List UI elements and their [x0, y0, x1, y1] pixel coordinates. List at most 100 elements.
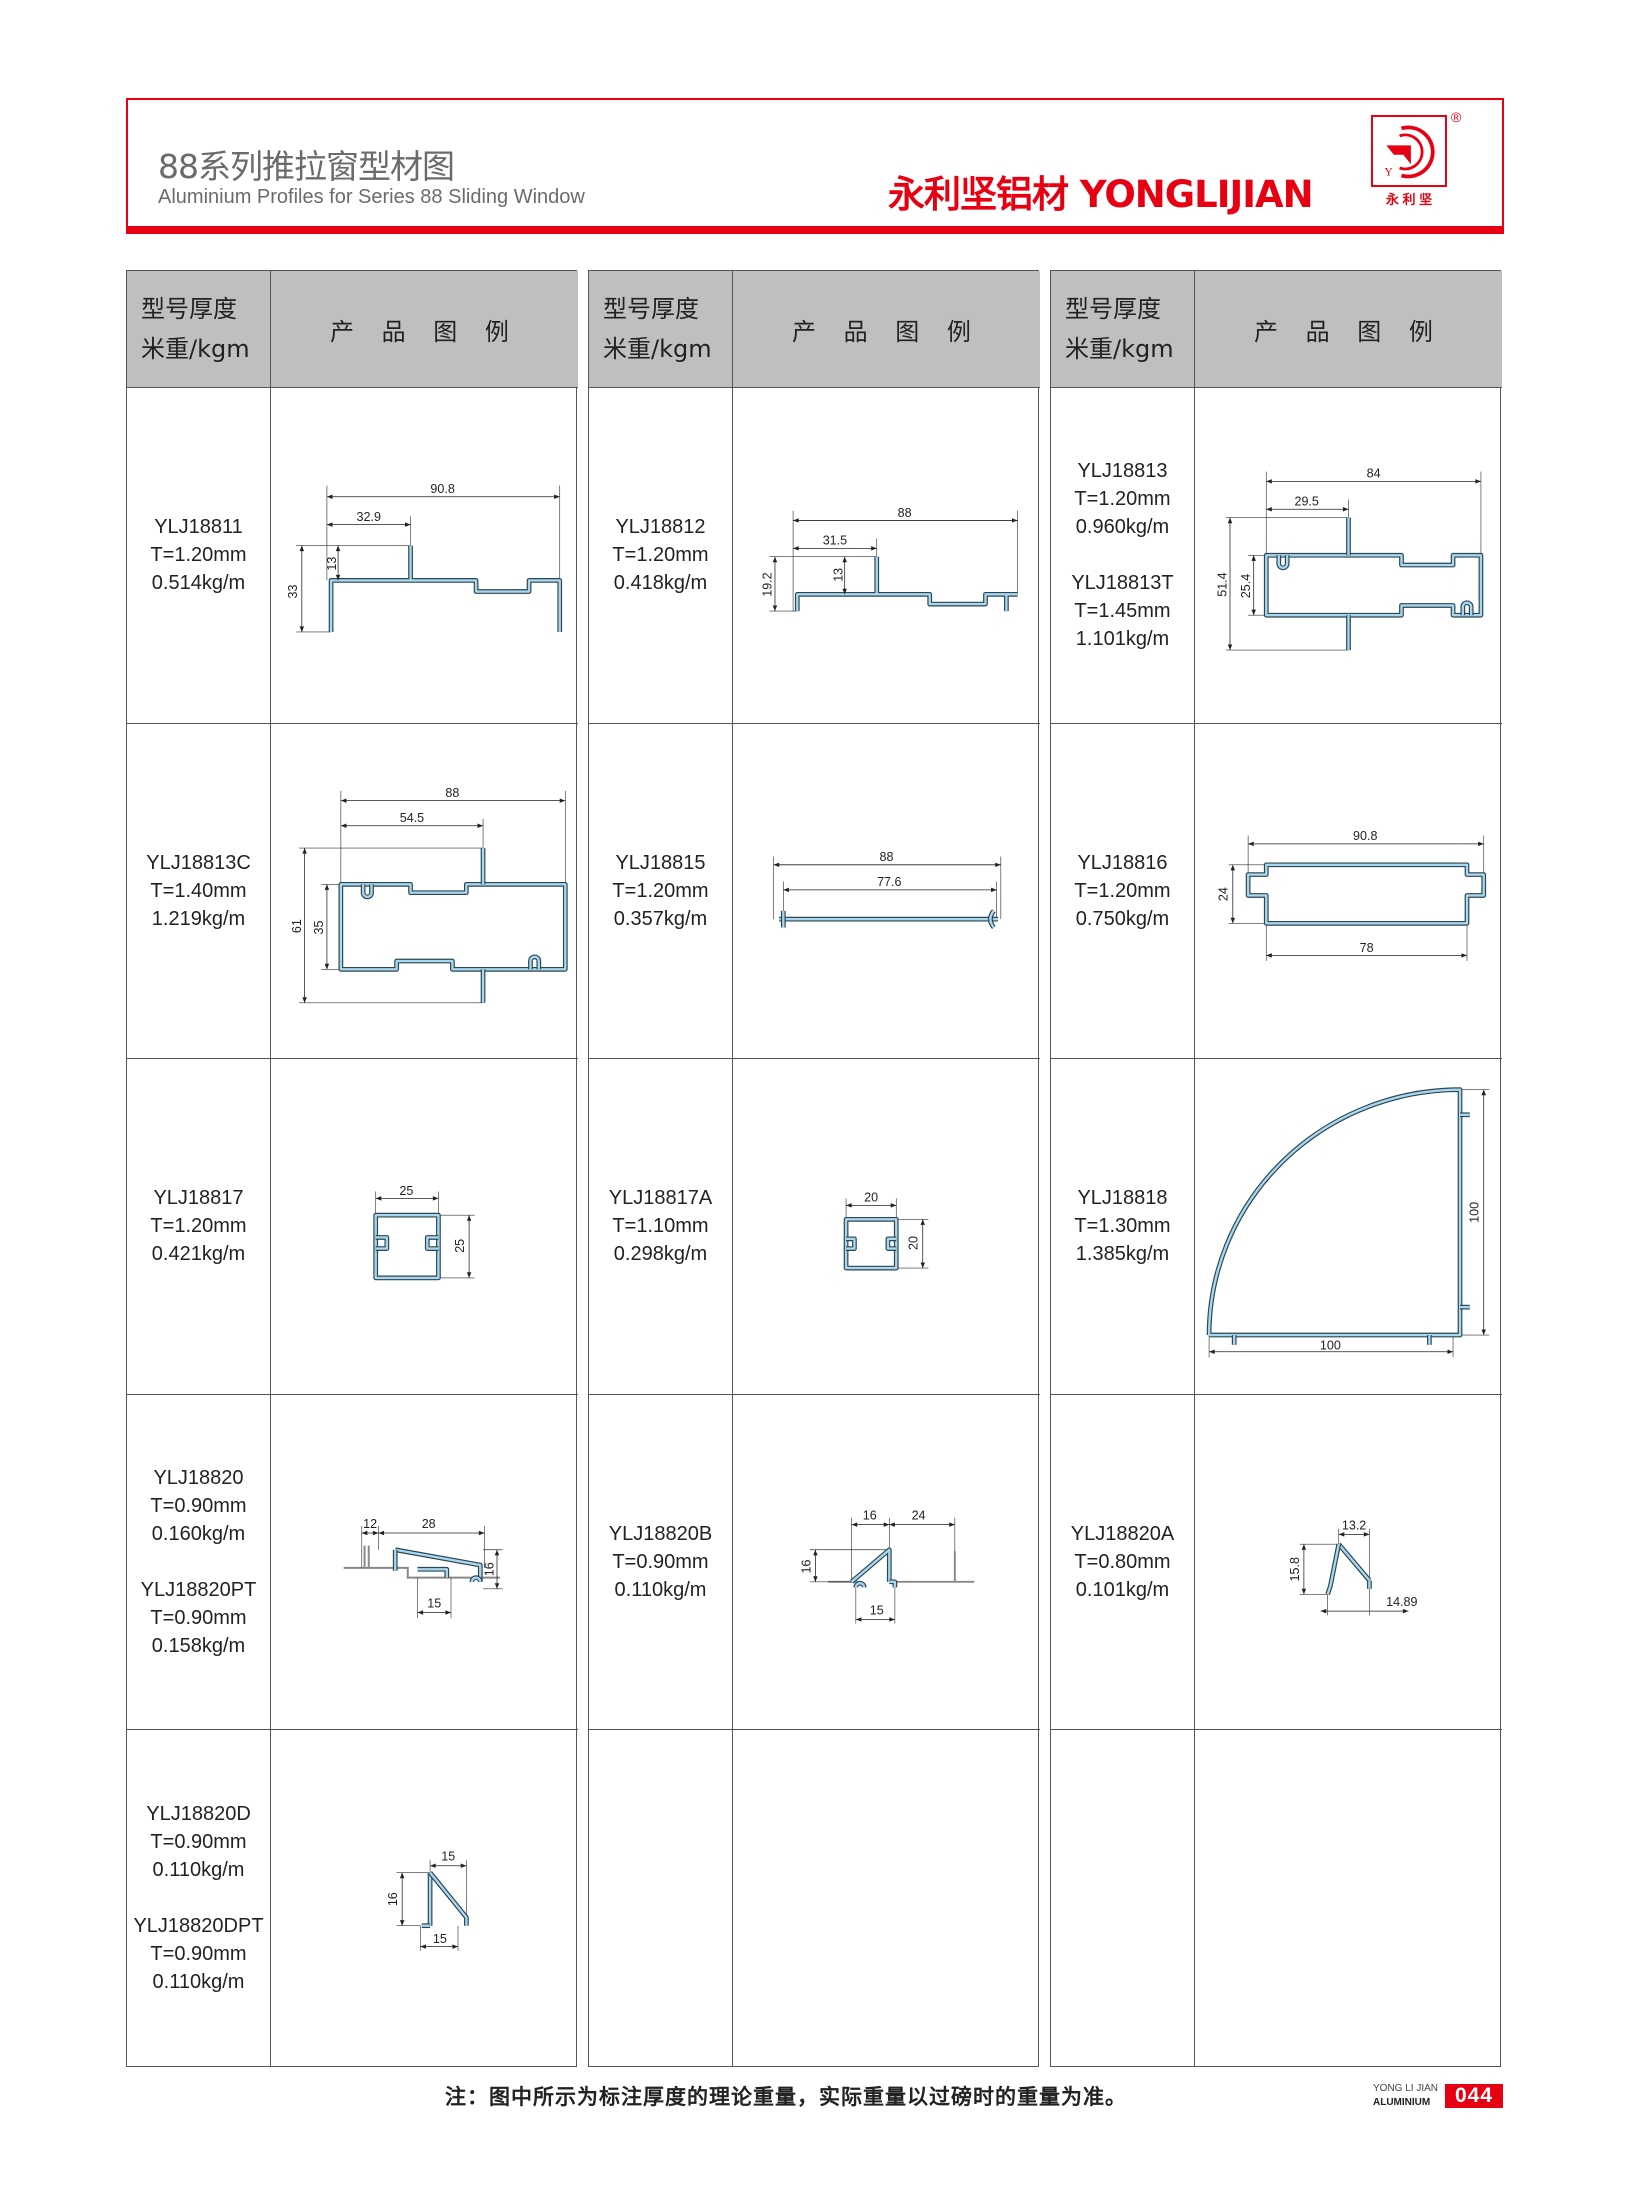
dimension-label: 13	[831, 568, 845, 582]
dimension-label: 54.5	[400, 811, 424, 825]
dimension-label: 51.4	[1215, 572, 1229, 596]
profile-outline	[328, 545, 563, 632]
spec-line: 1.219kg/m	[151, 907, 246, 930]
footer-brand-line1: YONG LI JIAN	[1373, 2083, 1439, 2094]
dimension-label: 84	[1367, 467, 1381, 481]
dimension-label: 33	[286, 585, 300, 599]
spec-line: T=1.20mm	[612, 544, 709, 567]
brand-logo: Y 永 利 坚 ®	[1371, 109, 1461, 209]
spec-line: YLJ18820PT	[140, 1579, 257, 1602]
spec-line: T=0.80mm	[1074, 1551, 1171, 1574]
column-header-diagram: 产 品 图 例	[1195, 271, 1502, 388]
spec-line: T=0.90mm	[150, 1943, 247, 1966]
profile-diagram-cell: 12 28 15 16	[271, 1395, 578, 1731]
page-subtitle: Aluminium Profiles for Series 88 Sliding…	[158, 186, 585, 208]
profile-fill	[470, 1576, 482, 1582]
dimension-label: 14.89	[1386, 1595, 1417, 1609]
profile-fill	[375, 1236, 389, 1250]
dimension-label: 88	[898, 506, 912, 520]
profile-fill	[1246, 863, 1485, 925]
page-title: 88系列推拉窗型材图	[158, 147, 455, 186]
dimension-label: 15.8	[1288, 1557, 1302, 1581]
spec-line: YLJ18817	[153, 1187, 244, 1210]
svg-text:Y: Y	[1384, 167, 1392, 179]
dimension-label: 13	[325, 557, 339, 571]
dimension-label: 25	[399, 1184, 413, 1198]
spec-line: YLJ18813T	[1071, 572, 1174, 595]
column-header-text: 米重/kgm	[1065, 335, 1174, 363]
column-header-text: 米重/kgm	[603, 335, 712, 363]
spec-line: 0.158kg/m	[151, 1635, 246, 1658]
dimension-label: 19.2	[760, 572, 774, 596]
profile-fill	[339, 882, 567, 971]
column-header-text: 米重/kgm	[141, 335, 250, 363]
spec-line: T=0.90mm	[150, 1607, 247, 1630]
spec-line: 0.750kg/m	[1075, 907, 1170, 930]
spec-line: YLJ18820DPT	[133, 1915, 264, 1938]
dimension-label: 28	[422, 1517, 436, 1531]
dimension-label: 12	[363, 1517, 377, 1531]
column-header-model: 型号厚度米重/kgm	[1051, 271, 1195, 388]
dimension-label: 24	[1217, 887, 1231, 901]
spec-line: YLJ18820	[153, 1467, 244, 1490]
profile-outline	[1245, 862, 1487, 926]
logo-emblem-icon: Y	[1371, 115, 1447, 187]
column-header-text: 型号厚度	[141, 295, 237, 323]
profile-fill	[417, 1567, 448, 1578]
spec-line: 0.418kg/m	[613, 572, 708, 595]
dimension-label: 16	[482, 1562, 496, 1576]
spec-line: YLJ18820A	[1070, 1523, 1175, 1546]
dimension-label: 35	[312, 920, 326, 934]
header-red-bar	[126, 226, 1504, 234]
spec-line: T=1.30mm	[1074, 1215, 1171, 1238]
spec-line: 1.385kg/m	[1075, 1243, 1170, 1266]
spec-line: 0.101kg/m	[1075, 1579, 1170, 1602]
profile-fill	[889, 1580, 897, 1588]
spec-line: 0.514kg/m	[151, 572, 246, 595]
spec-line: 0.421kg/m	[151, 1243, 246, 1266]
profile-fill	[1277, 555, 1289, 570]
profile-fill	[529, 955, 541, 969]
profile-fill	[989, 909, 995, 928]
dimension-label: 15	[427, 1596, 441, 1610]
profile-fill	[395, 1548, 482, 1582]
dimension-label: 16	[799, 1559, 813, 1573]
spec-line: T=0.90mm	[612, 1551, 709, 1574]
profile-fill	[1207, 1088, 1462, 1337]
dimension-label: 90.8	[430, 482, 454, 496]
spec-line: T=1.40mm	[150, 879, 247, 902]
footnote: 注：图中所示为标注厚度的理论重量，实际重量以过磅时的重量为准。	[445, 2085, 1127, 2109]
frame-line	[343, 1566, 500, 1579]
spec-line: T=1.20mm	[150, 1215, 247, 1238]
spec-line: YLJ18820D	[146, 1803, 251, 1826]
profile-fill	[796, 556, 1018, 612]
profile-fill	[426, 1236, 439, 1250]
product-spec-cell	[1051, 1730, 1195, 2066]
product-spec-cell	[589, 1730, 733, 2066]
profile-drawing: 13.215.814.89	[1288, 1518, 1418, 1616]
profile-fill	[846, 1237, 856, 1250]
spec-line: 1.101kg/m	[1075, 628, 1170, 651]
spec-line: 0.960kg/m	[1075, 516, 1170, 539]
spec-line: YLJ18817A	[608, 1187, 713, 1210]
dimension-label: 20	[907, 1236, 921, 1250]
spec-line: T=0.90mm	[150, 1495, 247, 1518]
spec-line: 0.110kg/m	[152, 1859, 245, 1882]
